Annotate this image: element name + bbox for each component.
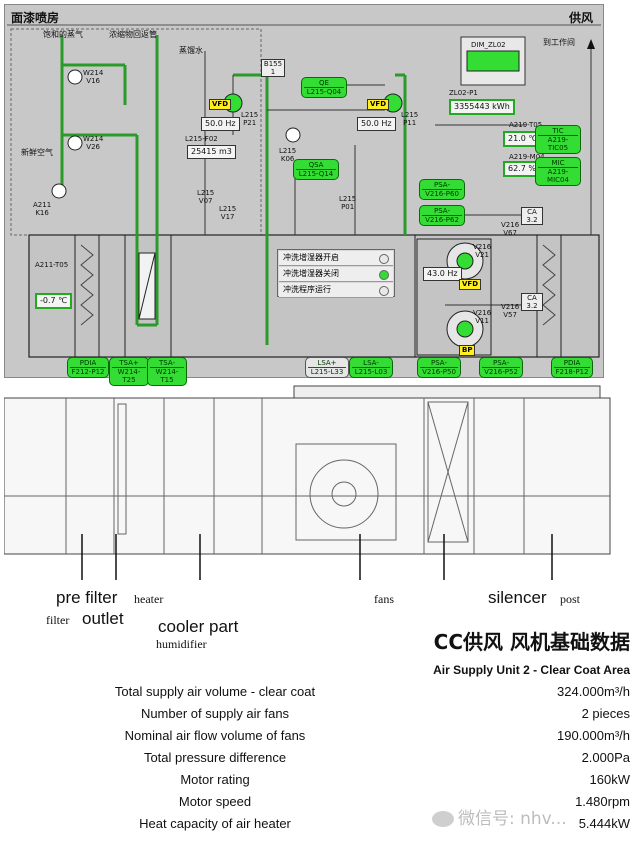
callout-heater: heater: [134, 592, 164, 606]
supply-humidity-value: 62.7 %: [503, 161, 541, 177]
sensor-tag: A219-T05: [509, 121, 543, 129]
condensate-label: 浓缩物回返管: [109, 30, 157, 39]
motor-icon: [51, 69, 301, 199]
callout-outlet: outlet: [82, 609, 124, 628]
specs-title: CC供风 风机基础数据: [433, 630, 630, 654]
pump-frequency-p11: 50.0 Hz: [357, 117, 396, 131]
mode-indicator: 供风: [568, 11, 593, 25]
callout-filter: filter: [46, 613, 70, 627]
page-title: 面漆喷房: [11, 11, 60, 25]
status-tsa-minus[interactable]: TSA-W214-T15: [147, 357, 187, 386]
cmd-flush-open[interactable]: 冲洗增湿器开启: [279, 251, 393, 266]
ahu-section-drawing: [4, 385, 611, 580]
status-psa-p52[interactable]: PSA-V216-P52: [479, 357, 523, 378]
status-psa-p50[interactable]: PSA-V216-P50: [417, 357, 461, 378]
wechat-watermark: 微信号: nhv...: [432, 804, 567, 829]
callout-silencer: silencer: [488, 588, 547, 607]
vfd-badge: VFD: [459, 279, 482, 290]
pump-frequency-p21: 50.0 Hz: [201, 117, 240, 131]
flow-meter-tag: L215-F02: [185, 135, 218, 143]
callout-post: post: [560, 592, 581, 606]
callout-pre-filter: pre filter: [56, 588, 118, 607]
supply-temp-value: 21.0 ℃: [503, 131, 543, 147]
callout-fans: fans: [374, 592, 394, 606]
cmd-flush-close[interactable]: 冲洗增湿器关闭: [279, 267, 393, 282]
status-psa-p60[interactable]: PSA-V216-P60: [419, 179, 465, 200]
piping-diagram: [7, 24, 601, 358]
callout-humidifier: humidifier: [156, 637, 207, 651]
outside-temp-value: -0.7 ℃: [35, 293, 73, 309]
vfd-badge: VFD: [209, 99, 232, 110]
meter-tag: DIM_ZL02: [471, 41, 506, 49]
status-psa-p62[interactable]: PSA-V216-P62: [419, 205, 465, 226]
status-lsa-minus[interactable]: LSA-L215-L03: [349, 357, 393, 378]
status-led-icon: [379, 254, 389, 264]
specs-subtitle: Air Supply Unit 2 - Clear Coat Area: [433, 663, 630, 677]
supply-arrow-icon: [587, 39, 595, 49]
status-led-icon: [379, 286, 389, 296]
status-lsa-plus[interactable]: LSA+L215-L33: [305, 357, 349, 378]
fresh-air-label: 新鲜空气: [21, 148, 53, 157]
vfd-badge: VFD: [367, 99, 390, 110]
bp-badge: BP: [459, 345, 476, 356]
to-workshop-label: 到工作间: [543, 38, 575, 47]
cmd-flush-program[interactable]: 冲洗程序运行: [279, 283, 393, 298]
sensor-tag: A211-T05: [35, 261, 69, 269]
pre-filter-symbol: [80, 244, 556, 326]
energy-total: 3355443 kWh: [449, 99, 515, 115]
sensor-tag: A219-M04: [509, 153, 545, 161]
hmi-screen: 面漆喷房 供风: [4, 4, 604, 386]
status-tsa-plus[interactable]: TSA+W214-T25: [109, 357, 149, 386]
wechat-icon: [432, 811, 454, 827]
steam-label: 饱和的蒸气: [43, 30, 83, 39]
status-led-icon: [379, 270, 389, 280]
meter-tag: ZL02-P1: [449, 89, 478, 97]
water-label: 蒸馏水: [179, 46, 203, 55]
flush-command-panel: 冲洗增湿器开启 冲洗增湿器关闭 冲洗程序运行: [277, 249, 395, 298]
water-flow-total: 25415 m3: [187, 145, 236, 159]
callout-cooler-part: cooler part: [158, 617, 239, 636]
fan-frequency: 43.0 Hz: [423, 267, 462, 281]
